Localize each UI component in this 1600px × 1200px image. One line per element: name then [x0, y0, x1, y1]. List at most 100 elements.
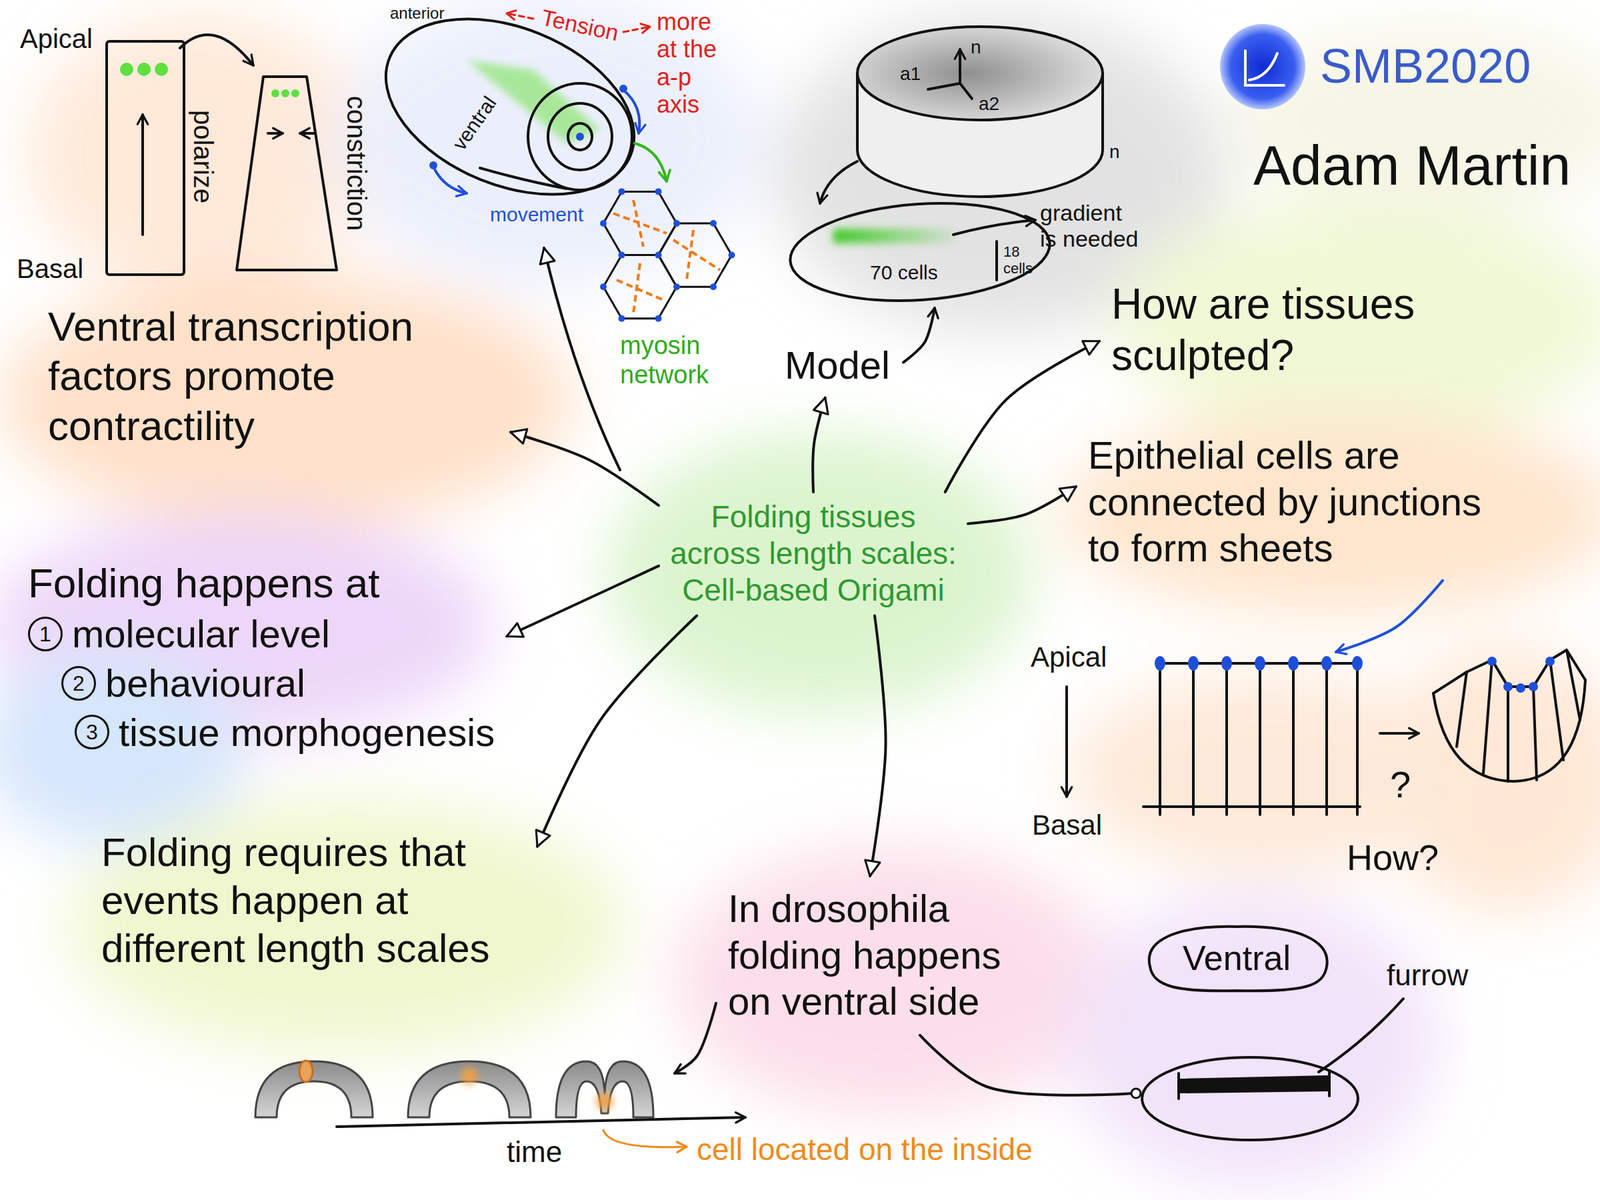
- embryo-sketch: [433, 166, 467, 194]
- ventral-furrow-sketch: [1142, 1057, 1358, 1140]
- connector-arrow: [506, 566, 659, 637]
- ventral-furrow-sketch: [1142, 998, 1404, 1140]
- conference-logo: [1220, 24, 1306, 110]
- blob-outline: [1136, 920, 1337, 997]
- myosin-network-sketch: [673, 283, 680, 290]
- annotation-label: Basal: [16, 253, 84, 284]
- annotation-label: movement: [490, 203, 584, 227]
- myosin-network-sketch: [655, 188, 662, 195]
- tissue-model-sketch: [960, 83, 972, 99]
- epithelium-sketch: [1188, 656, 1199, 671]
- epithelium-sketch: [1254, 656, 1266, 671]
- furrowing-time-sketch: [461, 1068, 478, 1084]
- node-text: Epithelial cells are connected by juncti…: [1088, 432, 1499, 572]
- annotation-label: more at the a-p axis: [656, 8, 734, 119]
- columnar-cell-sketch: [137, 62, 151, 76]
- watercolor-wash: [1066, 673, 1467, 874]
- columnar-cell-sketch: [236, 76, 337, 270]
- annotation-label: 18 cells: [1003, 243, 1037, 278]
- tissue-model-sketch: [833, 228, 954, 244]
- node-text: In drosophila folding happens on ventral…: [728, 885, 1046, 1025]
- myosin-network-sketch: [710, 220, 717, 227]
- callout-number: 2: [61, 666, 96, 701]
- myosin-network-sketch: [600, 188, 736, 322]
- watercolor-wash: [66, 800, 627, 1054]
- annotation-label: Apical: [20, 23, 93, 54]
- conference-logo: [1249, 53, 1278, 80]
- annotation-label: gradient is needed: [1040, 200, 1142, 252]
- watercolor-wash: [606, 433, 1034, 714]
- tissue-model-sketch: [786, 26, 1103, 309]
- tissue-model-sketch: [786, 195, 1053, 310]
- epithelium-sketch: [1433, 650, 1586, 694]
- annotation-label: Tension: [539, 4, 622, 47]
- columnar-cell-sketch: [271, 89, 280, 98]
- furrowing-time-sketch: [255, 1061, 373, 1118]
- myosin-network-sketch: [600, 220, 607, 227]
- connector-arrow: [510, 432, 659, 506]
- embryo-sketch: [576, 132, 584, 141]
- annotation-label: How?: [1346, 836, 1439, 878]
- tissue-model-sketch: [995, 241, 998, 280]
- epithelium-sketch: [1487, 656, 1497, 666]
- columnar-cell-sketch: [154, 62, 168, 76]
- callout-number: 3: [74, 714, 110, 750]
- embryo-sketch: [619, 84, 628, 93]
- embryo-sketch: [506, 13, 534, 19]
- leader-line: [920, 1035, 1134, 1096]
- annotation-label: n: [1109, 141, 1120, 163]
- columnar-cell-sketch: [141, 114, 144, 235]
- topic-text: Folding requires that events happen at d…: [93, 823, 534, 978]
- epithelium-sketch: [1380, 732, 1419, 735]
- columnar-cell-sketch: [291, 89, 300, 98]
- columnar-cell-sketch: [106, 34, 337, 275]
- epithelium-sketch: [1160, 663, 1358, 815]
- columnar-cell-sketch: [281, 89, 290, 98]
- columnar-cell-sketch: [268, 132, 283, 135]
- embryo-sketch: [623, 90, 640, 134]
- topic-text: In drosophila folding happens on ventral…: [720, 880, 1054, 1030]
- embryo-sketch: [528, 83, 632, 190]
- node-text: How are tissues sculpted?: [1111, 278, 1536, 382]
- tissue-model-sketch: [820, 161, 858, 204]
- connector-arrow: [812, 398, 825, 492]
- myosin-network-sketch: [655, 315, 662, 322]
- myosin-network-sketch: [600, 283, 607, 290]
- node-text: Folding happens at: [28, 558, 495, 608]
- myosin-network-sketch: [603, 191, 677, 255]
- embryo-sketch: [544, 248, 620, 470]
- speaker-name: Adam Martin: [1253, 133, 1571, 198]
- annotation-label: a2: [978, 93, 1000, 115]
- annotation-label: polarize: [188, 110, 219, 204]
- leader-end-dot: [1131, 1088, 1141, 1098]
- annotation-label: constriction: [341, 96, 372, 231]
- node-text: Folding requires that events happen at d…: [101, 828, 526, 973]
- epithelium-sketch: [1321, 656, 1332, 671]
- furrowing-time-sketch: [603, 1130, 687, 1148]
- epithelium-sketch: [1456, 650, 1580, 782]
- tissue-model-sketch: [928, 83, 960, 90]
- callout-number: 1: [28, 616, 63, 652]
- epithelium-sketch: [1154, 656, 1166, 671]
- logo-text: SMB2020: [1320, 38, 1531, 94]
- node-text: Ventral transcription factors promote co…: [48, 302, 499, 451]
- myosin-network-sketch: [728, 252, 736, 259]
- connector-arrow: [968, 486, 1076, 524]
- ventral-furrow-sketch: [1318, 998, 1404, 1072]
- epithelium-sketch: [1352, 656, 1363, 671]
- tissue-model-sketch: [857, 26, 1103, 120]
- embryo-sketch: [623, 26, 650, 32]
- list-row: 3tissue morphogenesis: [74, 709, 495, 756]
- ventral-furrow-sketch: [1180, 1076, 1328, 1092]
- junction-leader: [1336, 580, 1443, 652]
- columnar-cell-sketch: [106, 41, 184, 275]
- watercolor-wash: [1060, 413, 1600, 614]
- watercolor-wash: [673, 846, 1114, 1114]
- embryo-sketch: [429, 161, 438, 170]
- annotation-label: 70 cells: [870, 261, 938, 285]
- myosin-network-sketch: [673, 220, 680, 227]
